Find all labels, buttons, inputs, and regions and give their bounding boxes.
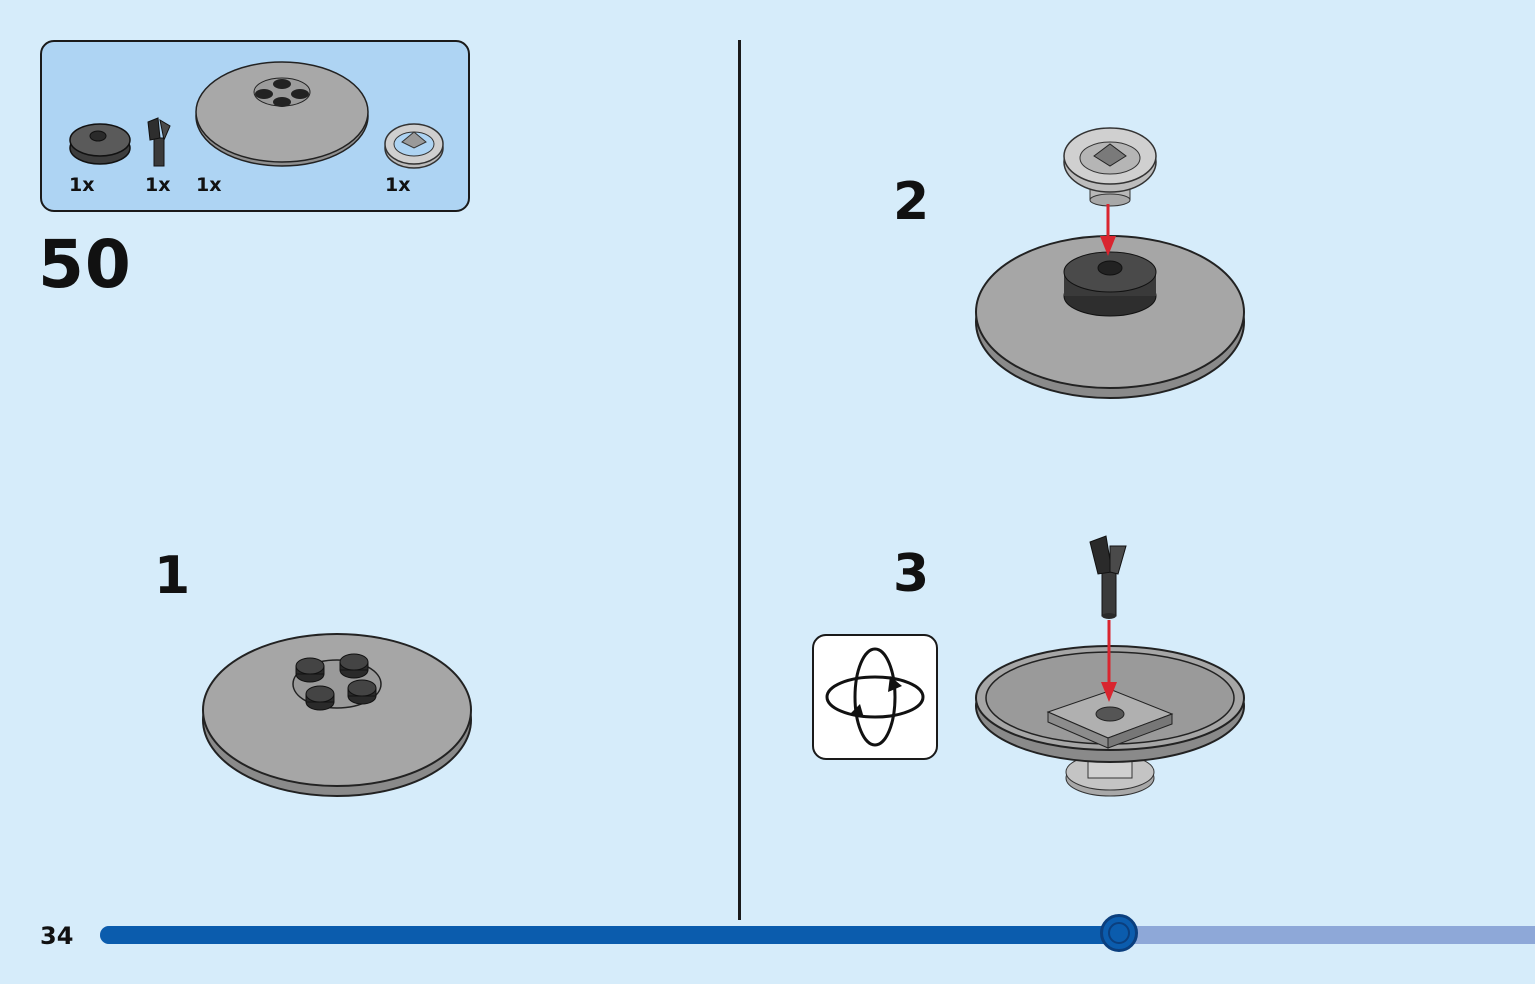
column-divider (738, 40, 741, 920)
parts-list-art (69, 61, 444, 169)
rotate-model-icon (812, 634, 938, 760)
substep-label-3: 3 (893, 544, 930, 604)
part-qty-steering-wheel: 1x (385, 174, 411, 196)
progress-knob[interactable] (1100, 914, 1138, 952)
part-qty-round-tile: 1x (69, 174, 95, 196)
progress-fill (100, 926, 1119, 944)
part-qty-round-dish: 1x (196, 174, 222, 196)
progress-bar (100, 926, 1535, 944)
steering-wheel-part (384, 123, 444, 169)
clip-holder-part (147, 117, 171, 167)
round-dish-part (195, 61, 369, 167)
step-number: 50 (38, 226, 132, 303)
part-qty-clip-holder: 1x (145, 174, 171, 196)
substep-label-1: 1 (154, 546, 191, 606)
page-number: 34 (40, 922, 74, 950)
substep-2-illustration (975, 127, 1245, 399)
substep-1-illustration (202, 633, 472, 797)
substep-label-2: 2 (893, 172, 930, 232)
round-tile-part (69, 123, 131, 165)
parts-list-box: 1x 1x 1x 1x (40, 40, 470, 212)
substep-3-illustration (975, 535, 1245, 797)
